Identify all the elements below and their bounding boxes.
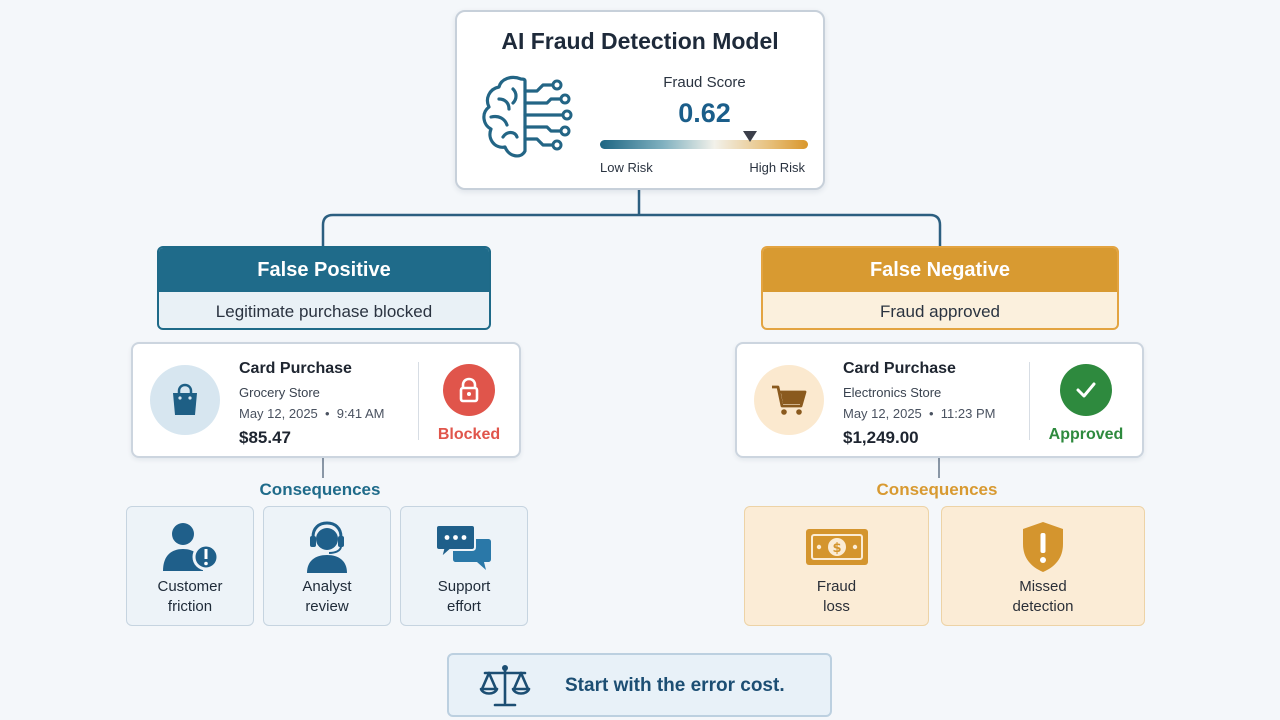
false-positive-subtitle: Legitimate purchase blocked (215, 302, 433, 321)
consequence-analyst-review: Analyst review (263, 506, 391, 626)
false-negative-title: False Negative (763, 248, 1117, 292)
consequence-missed-detection: Missed detection (941, 506, 1145, 626)
fraud-score-label: Fraud Score (663, 74, 746, 91)
transaction-amount: $1,249.00 (843, 428, 919, 447)
consequence-support-effort: Support effort (400, 506, 528, 626)
risk-gauge (600, 131, 808, 149)
model-card: AI Fraud Detection Model Fraud Score 0.6… (455, 10, 825, 190)
check-icon (1060, 364, 1112, 416)
false-negative-header: False Negative Fraud approved (761, 246, 1119, 330)
lock-icon (443, 364, 495, 416)
shield-alert-icon (942, 517, 1144, 577)
fraud-score-value: 0.62 (678, 98, 731, 128)
banner-text: Start with the error cost. (565, 675, 785, 696)
user-alert-icon (127, 517, 253, 577)
false-positive-title: False Positive (159, 248, 489, 292)
banknote-icon: $ (745, 517, 928, 577)
headset-agent-icon (264, 517, 390, 577)
transaction-datetime: May 12, 2025 • 9:41 AM (239, 406, 385, 421)
consequence-label: Support (437, 578, 491, 595)
error-cost-banner: Start with the error cost. (447, 653, 832, 717)
divider (1029, 362, 1030, 440)
transaction-title: Card Purchase (843, 360, 956, 377)
fp-consequences-title: Consequences (259, 480, 381, 499)
blocked-transaction-card: Card Purchase Grocery Store May 12, 2025… (131, 342, 521, 458)
transaction-store: Grocery Store (239, 385, 320, 400)
status-blocked-label: Blocked (437, 426, 501, 443)
fn-consequences-title: Consequences (876, 480, 998, 499)
chat-bubbles-icon (401, 517, 527, 577)
consequence-label: Missed (1019, 578, 1067, 595)
consequence-label: loss (823, 598, 850, 615)
false-negative-subtitle: Fraud approved (879, 302, 1001, 321)
shopping-cart-icon (754, 365, 824, 435)
brain-circuit-icon (482, 75, 573, 158)
consequence-customer-friction: Customer friction (126, 506, 254, 626)
transaction-amount: $85.47 (239, 428, 291, 447)
balance-scale-icon (479, 665, 531, 707)
transaction-datetime: May 12, 2025 • 11:23 PM (843, 406, 996, 421)
consequence-label: review (305, 598, 349, 615)
false-positive-header: False Positive Legitimate purchase block… (157, 246, 491, 330)
low-risk-label: Low Risk (600, 160, 653, 175)
consequence-label: Fraud (816, 578, 857, 595)
divider (418, 362, 419, 440)
consequence-fraud-loss: $ Fraud loss (744, 506, 929, 626)
consequence-label: detection (1012, 598, 1074, 615)
high-risk-label: High Risk (749, 160, 805, 175)
transaction-store: Electronics Store (843, 385, 942, 400)
consequence-label: effort (447, 598, 481, 615)
status-approved-label: Approved (1048, 426, 1124, 443)
shopping-bag-icon (150, 365, 220, 435)
gauge-marker-icon (742, 131, 757, 142)
consequence-label: Customer (157, 578, 223, 595)
svg-text:$: $ (832, 541, 841, 556)
consequence-label: Analyst (302, 578, 352, 595)
model-title: AI Fraud Detection Model (501, 28, 779, 54)
consequence-label: friction (167, 598, 213, 615)
transaction-title: Card Purchase (239, 360, 352, 377)
approved-transaction-card: Card Purchase Electronics Store May 12, … (735, 342, 1144, 458)
